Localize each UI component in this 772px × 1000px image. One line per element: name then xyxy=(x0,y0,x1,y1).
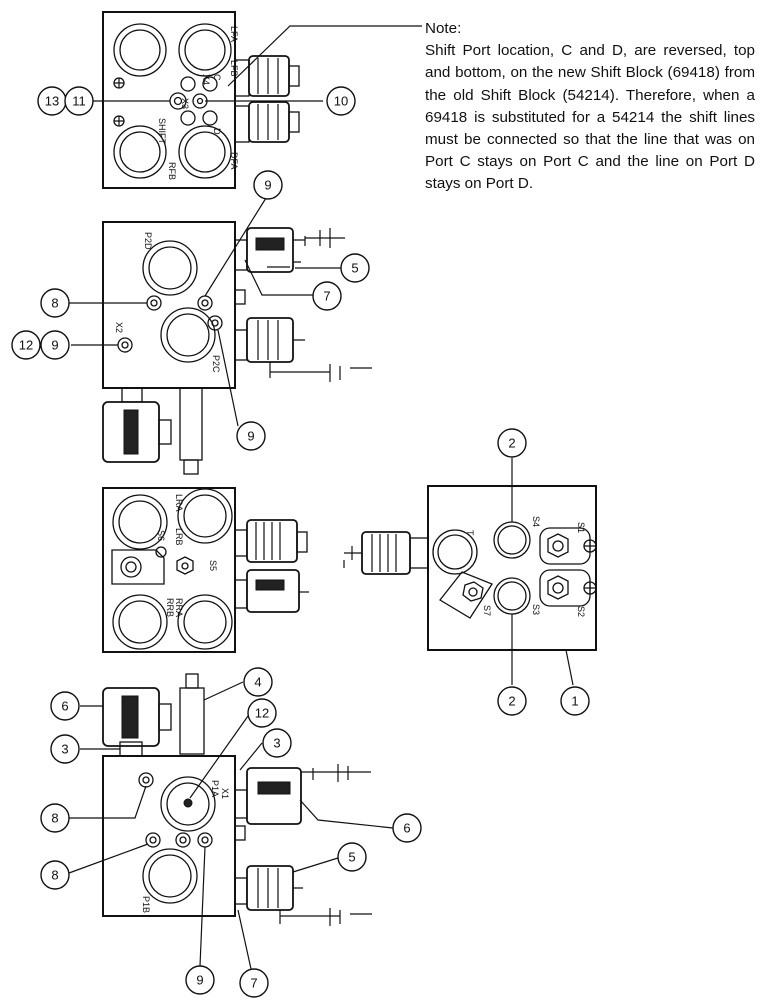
callout-3: 3 xyxy=(50,734,80,764)
svg-text:7: 7 xyxy=(250,976,257,991)
svg-text:2: 2 xyxy=(508,694,515,709)
port-label-lra: LRA xyxy=(174,494,184,512)
callout-6: 6 xyxy=(50,691,80,721)
port-label-rra: RRA xyxy=(174,598,184,617)
svg-text:7: 7 xyxy=(323,289,330,304)
shift-block-body xyxy=(102,11,236,189)
port-label-dfa: DFA xyxy=(229,152,239,170)
svg-text:2: 2 xyxy=(508,436,515,451)
leader-lines xyxy=(68,25,574,979)
port-label-x2: X2 xyxy=(114,322,124,333)
callout-8: 8 xyxy=(40,803,70,833)
port-label-s7: S7 xyxy=(482,605,492,616)
svg-text:8: 8 xyxy=(51,868,58,883)
callout-6: 6 xyxy=(392,813,422,843)
callouts: 10 13 11 9 5 7 8 12 9 9 2 2 1 4 6 12 3 3… xyxy=(11,86,590,998)
callout-9: 9 xyxy=(185,965,215,995)
callout-7: 7 xyxy=(312,281,342,311)
port-label-p2c: P2C xyxy=(211,355,221,373)
svg-text:8: 8 xyxy=(51,296,58,311)
svg-text:12: 12 xyxy=(19,338,33,353)
callout-12: 12 xyxy=(11,330,41,360)
callout-12: 12 xyxy=(247,698,277,728)
callout-2: 2 xyxy=(497,428,527,458)
svg-text:9: 9 xyxy=(51,338,58,353)
port-label-s5: S5 xyxy=(208,560,218,571)
port-label-s2: S2 xyxy=(576,606,586,617)
callout-2: 2 xyxy=(497,686,527,716)
callout-5: 5 xyxy=(337,842,367,872)
callout-7: 7 xyxy=(239,968,269,998)
manifold-block: T S1 S2 S3 S4 S7 xyxy=(343,485,597,651)
svg-text:9: 9 xyxy=(247,429,254,444)
port-label-t: T xyxy=(465,530,475,536)
svg-text:5: 5 xyxy=(348,850,355,865)
shift-block: LFA LFB RFB DFA SHIFT X4 X3 C D xyxy=(102,11,300,189)
p2-block-body xyxy=(102,221,236,389)
port-label-s4: S4 xyxy=(531,516,541,527)
svg-text:10: 10 xyxy=(334,94,348,109)
note-title: Note: xyxy=(425,20,462,37)
port-label-s3: S3 xyxy=(531,604,541,615)
p1-block-body xyxy=(102,755,236,917)
svg-text:9: 9 xyxy=(196,973,203,988)
p1-block: P1A X1 P1B xyxy=(102,673,372,926)
port-label-lfa: LFA xyxy=(229,26,239,42)
callout-9: 9 xyxy=(236,421,266,451)
note-text-block: Note: Shift Port location, C and D, are … xyxy=(425,18,755,196)
svg-text:6: 6 xyxy=(61,699,68,714)
callout-1: 1 xyxy=(560,686,590,716)
svg-text:13: 13 xyxy=(45,94,59,109)
port-label-x3: X3 xyxy=(180,98,190,109)
svg-text:8: 8 xyxy=(51,811,58,826)
rear-block: LRA LRB RRB RRA S5 S6 xyxy=(102,487,309,653)
rear-block-body xyxy=(102,487,236,653)
callout-9: 9 xyxy=(253,170,283,200)
port-label-s6: S6 xyxy=(156,530,166,541)
svg-text:3: 3 xyxy=(273,736,280,751)
port-label-lrb: LRB xyxy=(174,528,184,546)
port-label-p1b: P1B xyxy=(141,896,151,913)
callout-4: 4 xyxy=(243,667,273,697)
svg-text:4: 4 xyxy=(254,675,261,690)
port-label-p2d: P2D xyxy=(143,232,153,250)
port-label-shift: SHIFT xyxy=(157,118,167,145)
port-label-s1: S1 xyxy=(576,522,586,533)
port-label-lfb: LFB xyxy=(229,60,239,77)
svg-text:11: 11 xyxy=(72,94,86,109)
svg-text:9: 9 xyxy=(264,178,271,193)
callout-11: 11 xyxy=(64,86,94,116)
port-label-rfb: RFB xyxy=(167,162,177,180)
callout-8: 8 xyxy=(40,288,70,318)
callout-13: 13 xyxy=(37,86,67,116)
callout-3: 3 xyxy=(262,728,292,758)
svg-text:3: 3 xyxy=(61,742,68,757)
port-label-rrb: RRB xyxy=(165,598,175,617)
port-label-x4: X4 xyxy=(201,74,211,85)
port-label-x1: X1 xyxy=(220,788,230,799)
p2-block: P2D P2C X2 xyxy=(102,221,372,475)
port-label-c: C xyxy=(212,74,222,81)
svg-text:1: 1 xyxy=(571,694,578,709)
callout-9: 9 xyxy=(40,330,70,360)
callout-5: 5 xyxy=(340,253,370,283)
svg-text:5: 5 xyxy=(351,261,358,276)
callout-8: 8 xyxy=(40,860,70,890)
port-label-d: D xyxy=(212,128,222,135)
note-body: Shift Port location, C and D, are revers… xyxy=(425,42,755,193)
svg-text:6: 6 xyxy=(403,821,410,836)
svg-text:12: 12 xyxy=(255,706,269,721)
callout-10: 10 xyxy=(326,86,356,116)
port-label-p1a: P1A xyxy=(210,780,220,797)
